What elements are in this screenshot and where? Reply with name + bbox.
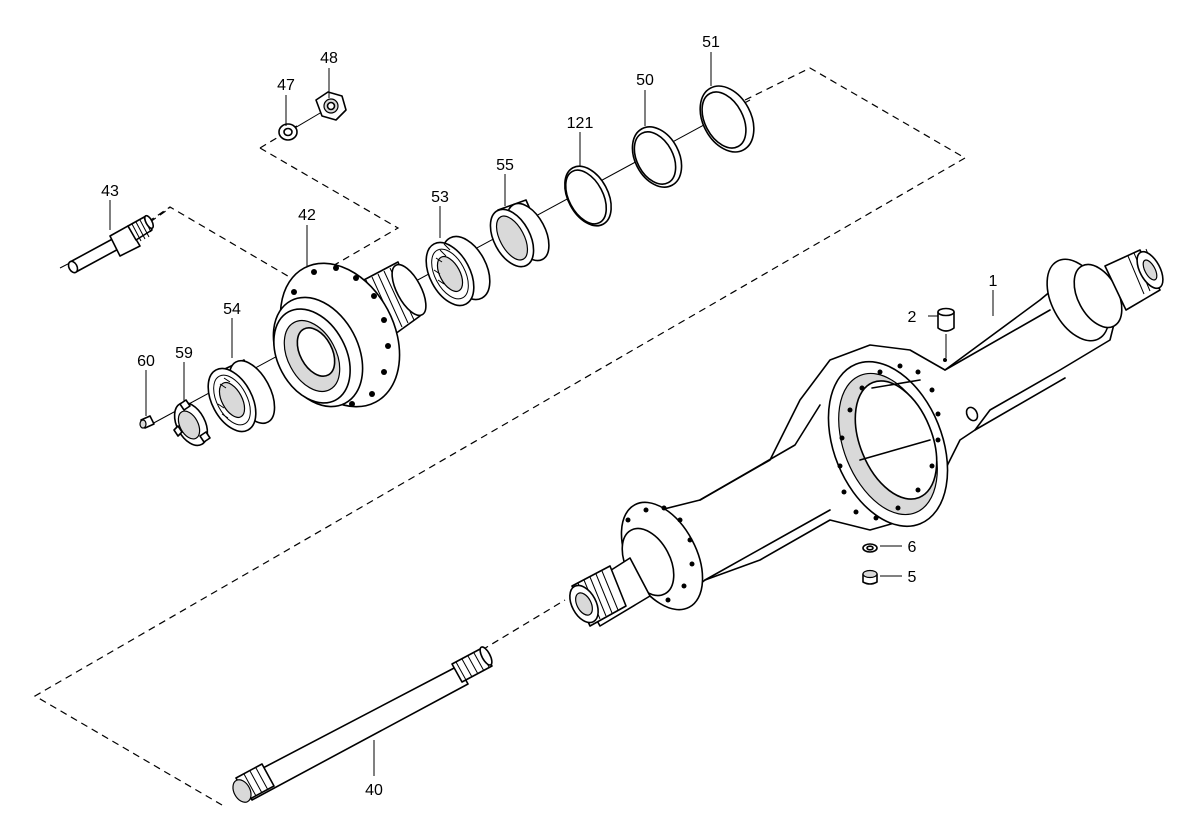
axle-shaft-40 <box>232 646 493 803</box>
callout-55: 55 <box>496 157 514 174</box>
axis-stud-to-hub <box>149 207 171 223</box>
assembly-outline-left <box>259 147 400 286</box>
wheel-hub-42 <box>272 261 427 408</box>
assembly-outline-stud <box>147 206 299 283</box>
nut-48 <box>315 91 347 121</box>
callout-60: 60 <box>137 353 155 370</box>
callout-54: 54 <box>223 301 241 318</box>
washer-6 <box>862 543 878 553</box>
bearing-54 <box>207 359 276 433</box>
axis-shaft-to-housing <box>481 599 566 651</box>
assembly-outline-main <box>33 157 966 806</box>
wheel-stud-43 <box>67 214 155 274</box>
breather-2 <box>937 307 955 358</box>
hub-bolt-holes <box>281 265 391 407</box>
bearing-cup-55 <box>489 199 550 268</box>
leader-lines <box>109 52 994 776</box>
plug-5 <box>862 569 878 585</box>
lock-nut-59 <box>173 399 211 447</box>
callout-48: 48 <box>320 50 338 67</box>
callout-42: 42 <box>298 207 316 224</box>
axle-housing-1 <box>569 248 1164 627</box>
ring-50 <box>631 126 683 188</box>
callout-53: 53 <box>431 189 449 206</box>
left-flange-bolt-holes <box>625 505 695 603</box>
assembly-outline-upper-right <box>744 67 966 159</box>
callout-43: 43 <box>101 183 119 200</box>
callout-50: 50 <box>636 72 654 89</box>
callout-47: 47 <box>277 77 295 94</box>
ring-121 <box>564 165 612 227</box>
washer-47 <box>278 123 298 141</box>
callout-1: 1 <box>989 273 998 290</box>
callout-51: 51 <box>702 34 720 51</box>
seal-ring-51 <box>699 85 755 153</box>
bearing-cone-53 <box>425 235 491 307</box>
bowl-bolt-holes <box>837 363 941 521</box>
callout-2: 2 <box>908 309 917 326</box>
callout-5: 5 <box>908 569 917 586</box>
screw-60 <box>139 415 155 429</box>
callout-6: 6 <box>908 539 917 556</box>
callout-40: 40 <box>365 782 383 799</box>
callout-59: 59 <box>175 345 193 362</box>
callout-121: 121 <box>567 115 594 132</box>
